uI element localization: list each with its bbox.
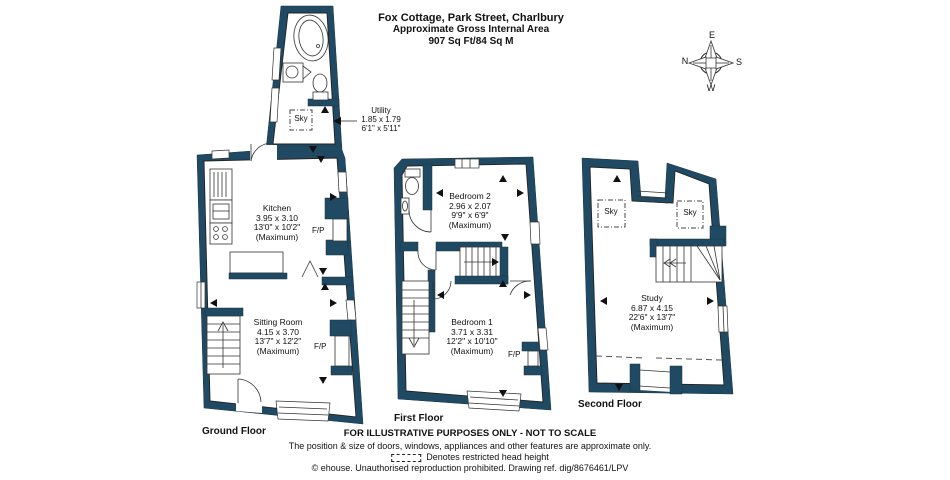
utility-label: Utility 1.85 x 1.79 6'1" x 5'11" xyxy=(361,106,401,133)
study-label: Study 6.87 x 4.15 22'6" x 13'7" (Maximum… xyxy=(628,293,676,332)
hob-icon xyxy=(209,222,233,245)
second-floor-label: Second Floor xyxy=(578,399,642,410)
sky-label: Sky xyxy=(294,114,308,123)
door-markers xyxy=(210,106,337,384)
fireplace-sitting xyxy=(329,319,353,376)
kitchen-label: Kitchen 3.95 x 3.10 13'0" x 10'2" (Maxim… xyxy=(253,203,301,242)
page-title: Fox Cottage, Park Street, Charlbury Appr… xyxy=(378,12,564,47)
door-tower xyxy=(250,142,272,162)
toilet-icon xyxy=(312,73,329,101)
compass-east: E xyxy=(708,30,716,40)
bay-window xyxy=(275,400,331,422)
fireplace-label: F/P xyxy=(312,226,325,235)
fireplace-label: F/P xyxy=(314,342,327,351)
basin-icon xyxy=(400,197,410,215)
door-front xyxy=(236,378,262,413)
door-markers xyxy=(600,175,714,391)
bathtub-icon xyxy=(293,14,329,62)
restricted-head-height-line xyxy=(655,357,723,361)
sky-label: Sky xyxy=(683,208,697,217)
compass-south: S xyxy=(735,57,743,67)
door-wc xyxy=(408,209,432,233)
fireplace-label: F/P xyxy=(508,350,521,359)
skylight-left xyxy=(597,199,626,228)
restricted-head-height-line xyxy=(595,355,647,359)
doorway-chevron xyxy=(301,260,319,278)
first-floor-label: First Floor xyxy=(394,413,444,424)
door-markers xyxy=(436,175,531,397)
compass-west: W xyxy=(706,83,716,93)
footer-note: The position & size of doors, windows, a… xyxy=(288,441,652,451)
bedroom1-label: Bedroom 1 3.71 x 3.31 12'2" x 10'10" (Ma… xyxy=(446,317,498,356)
roof-bridge xyxy=(636,190,669,204)
ground-floor-label: Ground Floor xyxy=(202,426,266,437)
basin-icon xyxy=(282,62,312,83)
staircase xyxy=(649,238,725,283)
sitting-room-label: Sitting Room 4.15 x 3.70 13'7" x 12'2" (… xyxy=(253,317,303,356)
toilet-icon xyxy=(404,168,421,195)
staircase-down xyxy=(401,269,436,355)
compass-rose xyxy=(687,39,735,87)
skylight-right xyxy=(676,200,704,229)
bedroom2-label: Bedroom 2 2.96 x 2.07 9'9" x 6'9" (Maxim… xyxy=(448,191,492,230)
utility-arrow xyxy=(333,117,357,125)
staircase-ground xyxy=(204,307,244,375)
door-bedroom1-left xyxy=(432,280,452,300)
windows xyxy=(717,305,729,333)
bay-window xyxy=(466,390,522,412)
kitchen-units xyxy=(209,168,288,280)
ground-floor-plan xyxy=(196,5,364,425)
sky-label: Sky xyxy=(604,207,618,216)
second-floor-plan xyxy=(581,157,734,395)
restricted-head-height-icon xyxy=(391,453,422,462)
skylight-outline xyxy=(289,109,313,131)
footer-copyright: © ehouse. Unauthorised reproduction proh… xyxy=(311,463,629,473)
bottom-dormer xyxy=(629,363,683,395)
door-bedroom1-right xyxy=(509,280,532,296)
footer-legend: Denotes restricted head height xyxy=(391,452,549,462)
first-floor-plan xyxy=(393,156,552,412)
windows xyxy=(454,158,549,351)
staircase-up xyxy=(454,246,509,285)
footer-disclaimer: FOR ILLUSTRATIVE PURPOSES ONLY - NOT TO … xyxy=(343,428,597,439)
doorway-gap xyxy=(250,145,277,163)
fireplace-kitchen xyxy=(324,197,349,256)
windows xyxy=(196,47,357,321)
compass-north: N xyxy=(681,56,689,66)
